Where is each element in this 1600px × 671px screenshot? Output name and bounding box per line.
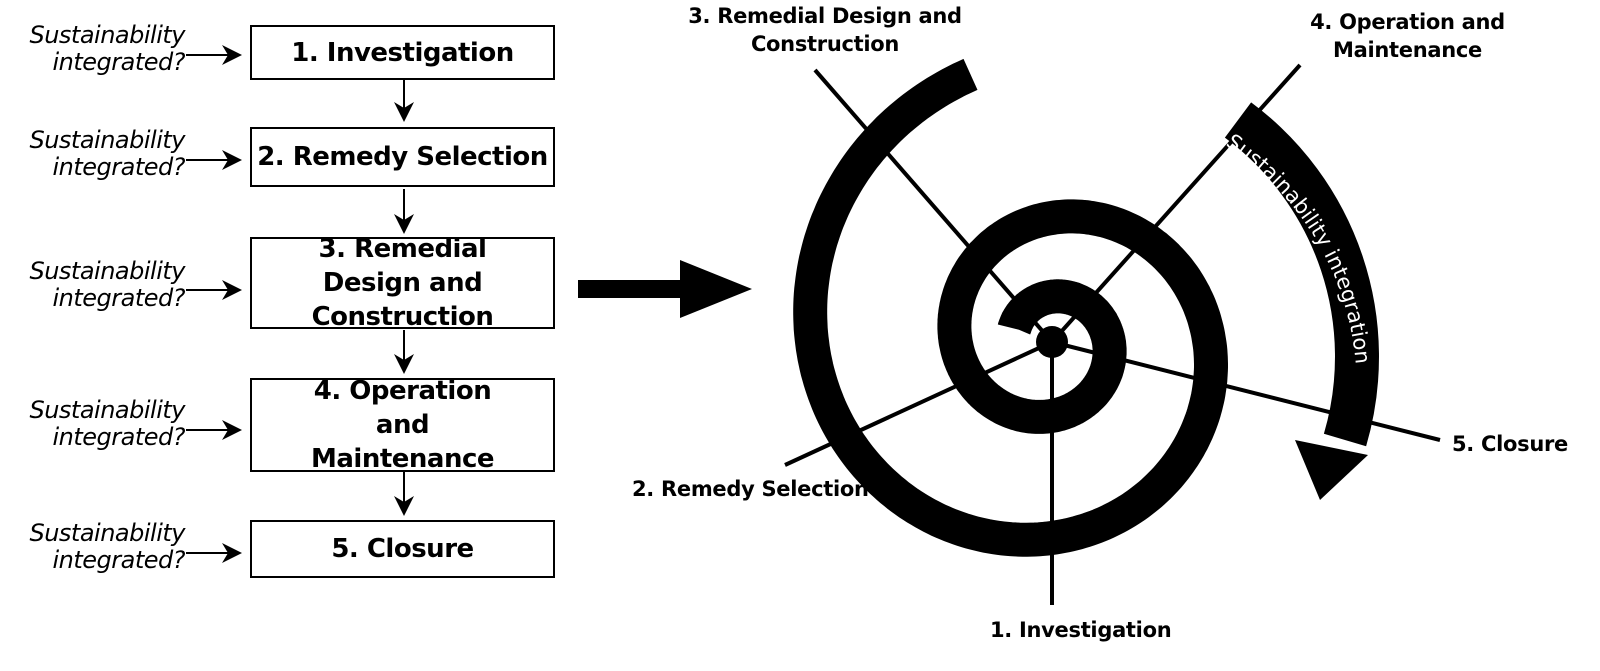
- spiral-band: [793, 58, 1228, 557]
- question-arrows: [186, 45, 242, 563]
- label-investigation: 1. Investigation: [990, 618, 1172, 642]
- question-1: Sustainability integrated?: [29, 21, 185, 76]
- label-remedial-design: 3. Remedial Design and Construction: [688, 4, 962, 56]
- spiral-center: [1036, 326, 1068, 358]
- step-closure: 5. Closure: [250, 520, 555, 578]
- label-operation: 4. Operation and Maintenance: [1310, 10, 1505, 62]
- label-remedy-selection: 2. Remedy Selection: [632, 477, 869, 501]
- step-remedial-design: 3. Remedial Design and Construction: [250, 234, 555, 332]
- step-investigation: 1. Investigation: [250, 25, 555, 80]
- step-operation: 4. Operation and Maintenance: [250, 376, 555, 474]
- question-4: Sustainability integrated?: [29, 396, 185, 451]
- transition-arrow: [578, 260, 752, 318]
- question-3: Sustainability integrated?: [29, 257, 185, 312]
- step-remedy-selection: 2. Remedy Selection: [250, 127, 555, 187]
- label-closure: 5. Closure: [1452, 432, 1568, 456]
- spiral-shape: [793, 58, 1228, 557]
- sustainability-arrow: Sustainability integration: [1222, 102, 1379, 500]
- question-5: Sustainability integrated?: [29, 519, 185, 574]
- question-2: Sustainability integrated?: [29, 126, 185, 181]
